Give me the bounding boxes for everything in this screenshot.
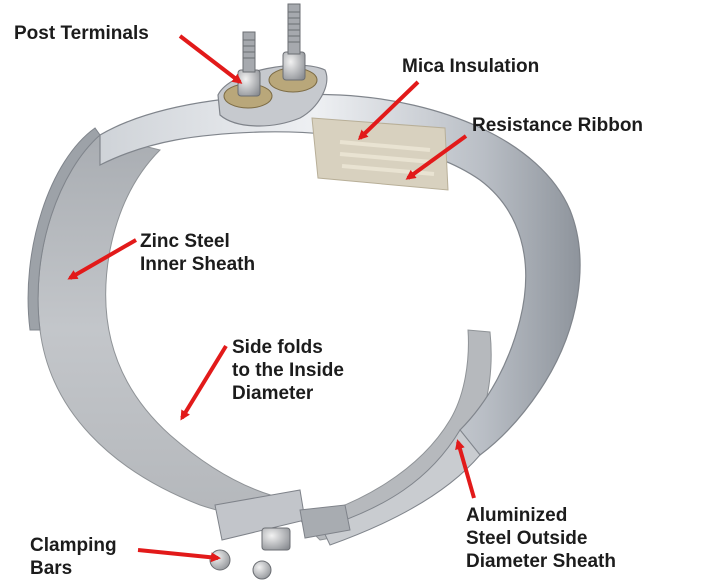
arrow-aluminized — [455, 439, 476, 499]
label-side-folds-line3: Diameter — [232, 383, 314, 404]
label-resistance-ribbon: Resistance Ribbon — [472, 114, 643, 137]
label-resistance-ribbon-text: Resistance Ribbon — [472, 115, 644, 136]
label-mica-insulation: Mica Insulation — [402, 55, 539, 78]
arrow-mica-insulation — [357, 80, 420, 141]
label-side-folds-line1: Side folds — [232, 337, 323, 358]
label-zinc-steel-line1: Zinc Steel — [140, 231, 230, 252]
mica-window — [311, 117, 449, 191]
label-aluminized-line3: Diameter Sheath — [466, 551, 616, 572]
label-clamping-bars-line1: Clamping — [30, 535, 117, 556]
label-zinc-steel: Zinc Steel Inner Sheath — [140, 230, 255, 276]
clamping-bars — [209, 489, 351, 580]
arrow-side-folds — [180, 344, 228, 421]
label-clamping-bars-line2: Bars — [30, 558, 73, 579]
label-zinc-steel-line2: Inner Sheath — [140, 254, 256, 275]
label-mica-insulation-text: Mica Insulation — [402, 56, 540, 77]
label-clamping-bars: Clamping Bars — [30, 534, 117, 580]
label-aluminized: Aluminized Steel Outside Diameter Sheath — [466, 504, 616, 573]
arrow-resistance-ribbon — [405, 134, 468, 180]
label-aluminized-line1: Aluminized — [466, 505, 568, 526]
arrow-post-terminals — [178, 34, 243, 84]
label-side-folds: Side folds to the Inside Diameter — [232, 336, 344, 405]
callout-arrows — [67, 34, 476, 563]
label-aluminized-line2: Steel Outside — [466, 528, 588, 549]
label-post-terminals-text: Post Terminals — [14, 23, 149, 44]
terminal-block — [217, 3, 328, 127]
arrow-clamping-bars — [137, 548, 221, 563]
label-post-terminals: Post Terminals — [14, 22, 149, 45]
arrow-zinc-steel — [67, 238, 137, 280]
label-side-folds-line2: to the Inside — [232, 360, 344, 381]
